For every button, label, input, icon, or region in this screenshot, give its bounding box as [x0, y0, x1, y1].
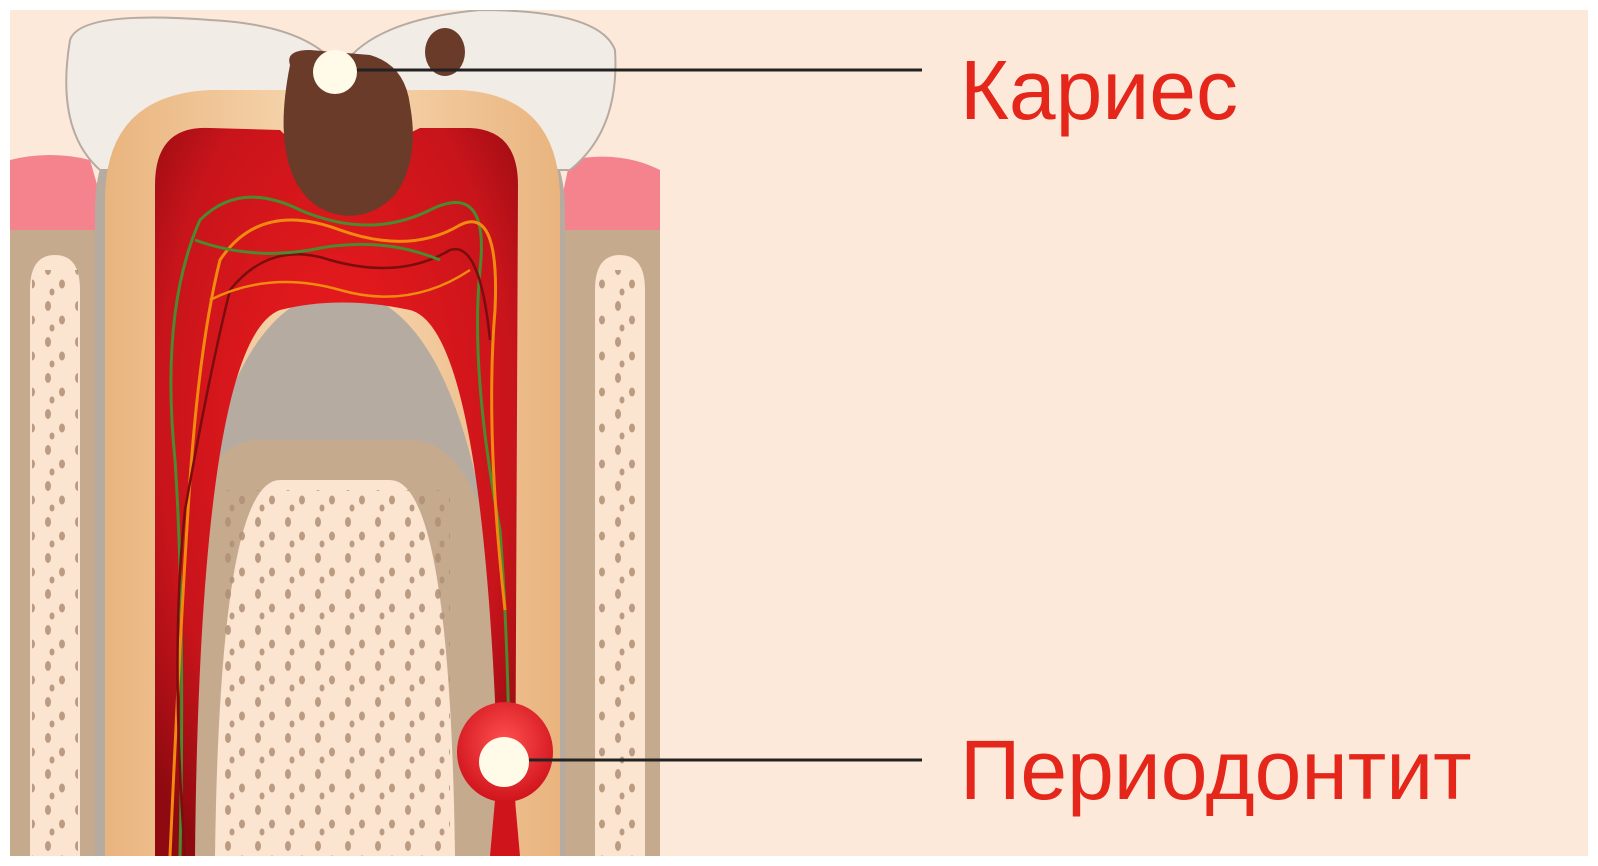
periodontitis-label: Периодонтит — [960, 728, 1472, 812]
caries-label: Кариес — [960, 48, 1238, 132]
periodontitis-marker-dot — [479, 737, 529, 787]
diagram-panel: Кариес Периодонтит — [10, 10, 1588, 856]
caries-marker-dot — [313, 50, 357, 94]
